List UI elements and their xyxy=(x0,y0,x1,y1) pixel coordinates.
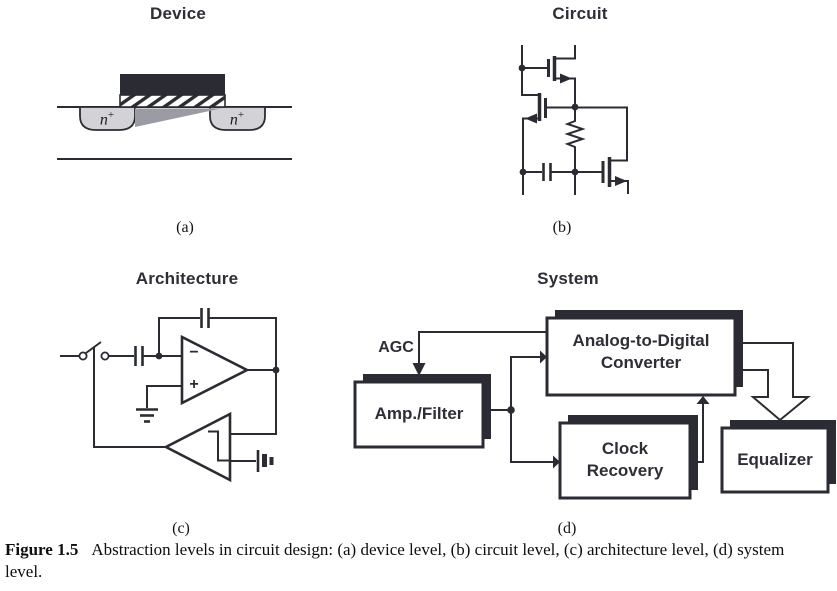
wire xyxy=(146,385,182,408)
wire xyxy=(209,317,277,370)
arrowhead xyxy=(696,396,710,404)
nplus-sup: + xyxy=(107,109,115,121)
arrowhead xyxy=(540,350,547,364)
nplus-region-right xyxy=(209,106,266,131)
wire xyxy=(698,404,704,463)
block-adc xyxy=(545,310,743,397)
bus-arrow xyxy=(743,342,811,422)
junction-dot xyxy=(518,64,526,72)
nplus-label-left: n+ xyxy=(100,109,114,129)
wire xyxy=(230,370,277,435)
switch-contact xyxy=(100,351,110,361)
switch-contact xyxy=(78,351,88,361)
circuit-schematic xyxy=(518,45,629,195)
opamp-plus-sign: + xyxy=(189,376,199,393)
wire xyxy=(575,106,628,162)
nplus-n: n xyxy=(99,111,108,129)
feedback-wire xyxy=(93,347,166,448)
gate-oxide xyxy=(119,94,226,108)
architecture-schematic xyxy=(60,308,280,483)
system-panel-title: System xyxy=(537,269,599,288)
wire xyxy=(522,117,539,172)
circuit-panel-title: Circuit xyxy=(552,4,608,23)
device-cross-section xyxy=(57,74,292,160)
arrowhead xyxy=(553,455,560,469)
wire xyxy=(555,77,576,107)
panel-label-d: (d) xyxy=(557,520,577,537)
amp-filter-label: Amp./Filter xyxy=(374,404,464,423)
block-amp-filter xyxy=(353,374,491,449)
junction-dot xyxy=(519,168,527,176)
agc-label: AGC xyxy=(378,339,414,356)
figure-caption-text: Abstraction levels in circuit design: (a… xyxy=(5,540,785,582)
resistor xyxy=(564,107,586,172)
panel-label-a: (a) xyxy=(176,219,194,236)
system-diagram xyxy=(353,310,836,500)
adc-label: Analog-to-Digital Converter xyxy=(573,330,710,374)
nplus-sup: + xyxy=(237,109,245,121)
junction-dot xyxy=(571,103,579,111)
opamp-triangle xyxy=(180,334,250,406)
block-body xyxy=(558,421,692,500)
block-equalizer xyxy=(720,420,836,494)
wire xyxy=(158,317,200,356)
opamp-minus-sign: − xyxy=(189,344,199,361)
junction-dot xyxy=(272,366,280,374)
architecture-panel-title: Architecture xyxy=(135,269,239,288)
panel-label-b: (b) xyxy=(552,219,572,236)
wire xyxy=(555,45,576,60)
agc-wire xyxy=(418,331,547,364)
block-body xyxy=(353,380,485,449)
panel-label-c: (c) xyxy=(172,520,190,537)
clock-label-line1: Clock xyxy=(601,439,649,458)
hysteresis-symbol xyxy=(208,430,229,462)
nplus-label-right: n+ xyxy=(230,109,244,129)
device-panel-title: Device xyxy=(149,4,207,23)
arrowhead xyxy=(525,113,537,124)
clock-label-line2: Recovery xyxy=(586,461,664,480)
equalizer-label: Equalizer xyxy=(737,450,813,469)
block-body xyxy=(545,316,737,397)
arrowhead xyxy=(412,363,426,376)
block-body xyxy=(720,426,830,494)
junction-dot xyxy=(155,352,163,360)
adc-label-line1: Analog-to-Digital xyxy=(572,331,710,350)
comparator-triangle xyxy=(163,411,232,483)
arrowhead xyxy=(560,73,572,84)
block-clock-recovery xyxy=(558,415,698,500)
nplus-region-left xyxy=(79,106,136,131)
clock-recovery-label: Clock Recovery xyxy=(587,438,664,482)
junction-dot xyxy=(571,168,579,176)
wire xyxy=(521,45,539,96)
figure-caption-tag: Figure 1.5 xyxy=(5,540,79,559)
channel-wedge xyxy=(135,108,221,127)
wire xyxy=(510,356,540,410)
gate-electrode xyxy=(120,74,225,95)
junction-dot xyxy=(507,406,515,414)
arrowhead xyxy=(615,176,627,186)
adc-label-line2: Converter xyxy=(600,353,682,372)
wire xyxy=(510,410,553,463)
nplus-n: n xyxy=(229,111,238,129)
